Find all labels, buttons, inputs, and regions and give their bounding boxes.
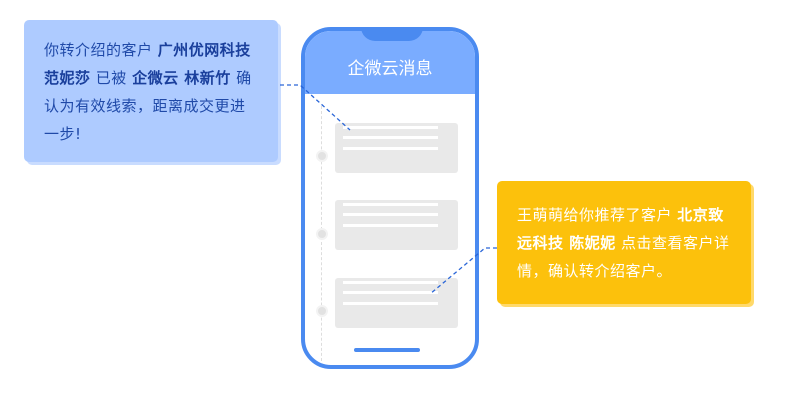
timeline-dot bbox=[316, 305, 328, 317]
message-card[interactable] bbox=[335, 278, 458, 328]
home-indicator bbox=[354, 348, 420, 352]
message-card[interactable] bbox=[335, 123, 458, 173]
phone-mockup: 企微云消息 bbox=[301, 27, 479, 369]
callout-text: 确认为有效线索，距离成交更进一步! bbox=[44, 69, 252, 143]
callout-text: 王萌萌给你推荐了客户 bbox=[517, 206, 678, 224]
callout-text: 你转介绍的客户 bbox=[44, 41, 158, 59]
customer-name: 广州优网科技 范妮莎 bbox=[44, 41, 251, 87]
timeline-dot bbox=[316, 228, 328, 240]
customer-name: 北京致远科技 陈妮妮 bbox=[517, 206, 724, 252]
timeline-dot bbox=[316, 150, 328, 162]
phone-notch bbox=[361, 31, 423, 41]
callout-text: 点击查看客户详情，确认转介绍客户。 bbox=[517, 234, 730, 280]
recommendation-callout: 王萌萌给你推荐了客户 北京致远科技 陈妮妮 点击查看客户详情，确认转介绍客户。 bbox=[497, 181, 751, 304]
callout-text: 已被 bbox=[90, 69, 133, 87]
referral-confirmed-callout: 你转介绍的客户 广州优网科技 范妮莎 已被 企微云 林新竹 确认为有效线索，距离… bbox=[24, 20, 278, 162]
confirmer-name: 企微云 林新竹 bbox=[132, 69, 231, 87]
phone-header: 企微云消息 bbox=[305, 31, 475, 94]
message-card[interactable] bbox=[335, 200, 458, 250]
